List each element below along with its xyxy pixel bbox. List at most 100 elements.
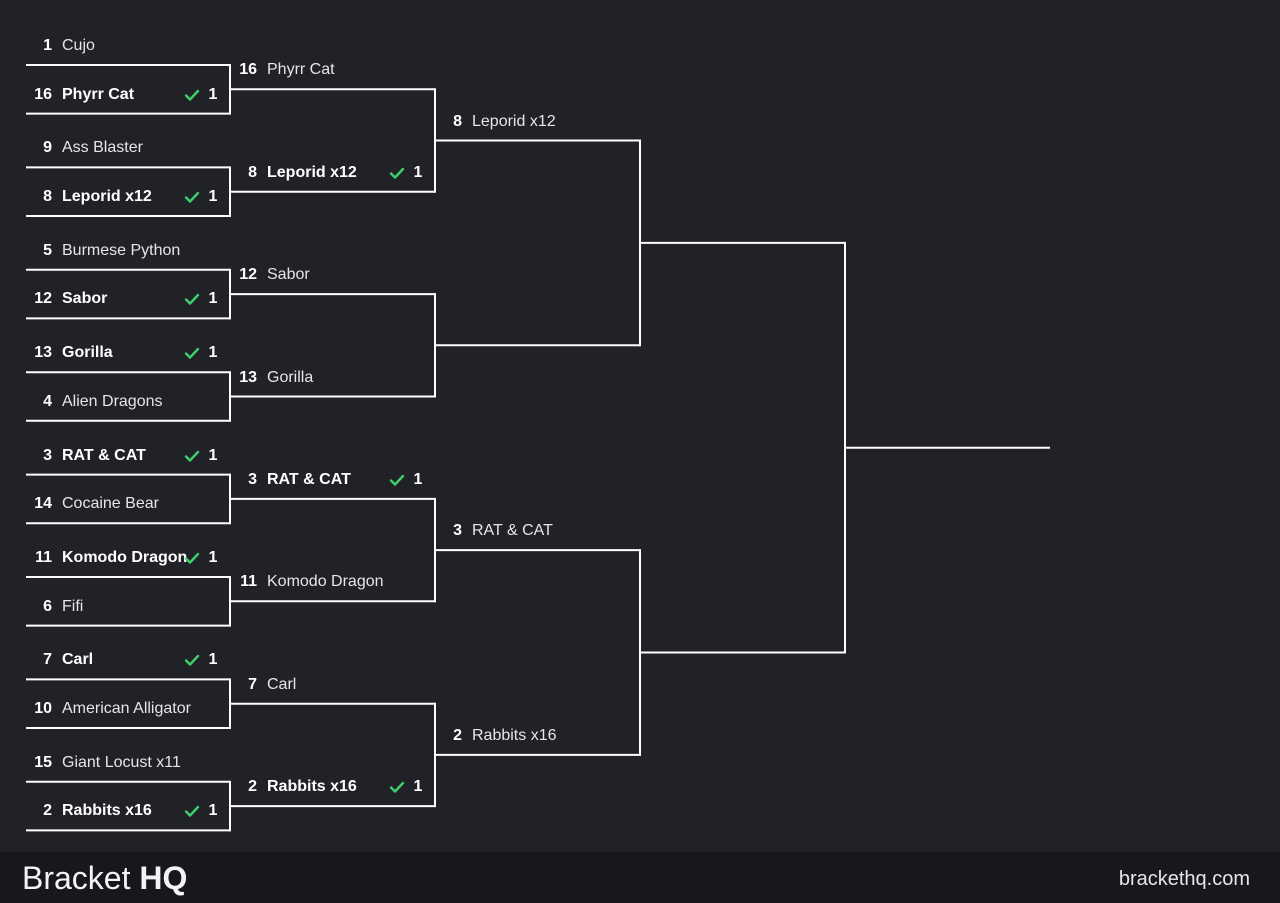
- team-seed: 4: [43, 392, 52, 410]
- team-name: RAT & CAT: [267, 470, 351, 488]
- team-seed: 2: [248, 778, 257, 796]
- team-seed: 9: [43, 139, 52, 157]
- team-score: 1: [208, 802, 218, 820]
- team-score: 1: [413, 778, 423, 796]
- bracket-slot[interactable]: 15 Giant Locust x11: [26, 752, 226, 774]
- bracket-slot[interactable]: 6 Fifi: [26, 596, 226, 618]
- team-name: Sabor: [62, 290, 108, 308]
- team-name: Leporid x12: [267, 163, 357, 181]
- team-name: Leporid x12: [472, 112, 556, 130]
- team-seed: 2: [43, 802, 52, 820]
- check-icon: [184, 347, 200, 359]
- brand-logo[interactable]: Bracket HQ: [22, 860, 187, 896]
- team-name: RAT & CAT: [62, 446, 146, 464]
- bracket-slot[interactable]: 3 RAT & CAT 1: [231, 469, 431, 491]
- team-name: Gorilla: [62, 344, 113, 362]
- team-name: Fifi: [62, 597, 84, 615]
- team-seed: 3: [43, 446, 52, 464]
- bracket-slot[interactable]: [641, 623, 841, 645]
- bracket-slot[interactable]: 4 Alien Dragons: [26, 391, 226, 413]
- check-icon: [184, 89, 200, 101]
- team-seed: 7: [43, 651, 52, 669]
- bracket-slot[interactable]: 11 Komodo Dragon 1: [26, 547, 226, 569]
- team-name: RAT & CAT: [472, 522, 553, 540]
- team-score: 1: [208, 344, 218, 362]
- bracket-slot[interactable]: 13 Gorilla: [231, 367, 431, 389]
- check-icon: [184, 450, 200, 462]
- bracket-slot[interactable]: 5 Burmese Python: [26, 240, 226, 262]
- team-name: Rabbits x16: [472, 726, 557, 744]
- bracket-slot[interactable]: 2 Rabbits x16 1: [231, 776, 431, 798]
- bracket-slot[interactable]: 3 RAT & CAT 1: [26, 445, 226, 467]
- team-seed: 16: [34, 85, 52, 103]
- check-icon: [184, 191, 200, 203]
- team-name: Gorilla: [267, 368, 314, 386]
- team-seed: 15: [34, 753, 52, 771]
- team-name: Giant Locust x11: [62, 753, 181, 771]
- team-name: Sabor: [267, 266, 310, 284]
- bracket-slot[interactable]: [641, 213, 841, 235]
- team-seed: 3: [248, 470, 257, 488]
- bracket-slot[interactable]: 12 Sabor 1: [26, 288, 226, 310]
- bracket-slot[interactable]: 13 Gorilla 1: [26, 342, 226, 364]
- team-seed: 13: [34, 344, 52, 362]
- team-seed: 8: [248, 163, 257, 181]
- team-name: Cujo: [62, 37, 95, 54]
- team-score: 1: [208, 446, 218, 464]
- check-icon: [184, 806, 200, 818]
- team-seed: 14: [34, 495, 52, 513]
- team-seed: 16: [239, 61, 257, 79]
- check-icon: [184, 655, 200, 667]
- footer: Bracket HQ brackethq.com: [0, 852, 1280, 903]
- team-name: Komodo Dragon: [267, 573, 384, 591]
- team-score: 1: [208, 188, 218, 205]
- bracket-slot[interactable]: [436, 315, 636, 337]
- bracket-slot[interactable]: 14 Cocaine Bear: [26, 493, 226, 515]
- team-name: Carl: [267, 675, 297, 693]
- brand-bold: HQ: [139, 860, 188, 896]
- bracket-slot[interactable]: 7 Carl: [231, 674, 431, 696]
- team-seed: 5: [43, 241, 52, 259]
- brand-light: Bracket: [22, 860, 131, 896]
- check-icon: [184, 552, 200, 564]
- bracket-lines: [26, 64, 1050, 832]
- team-seed: 12: [34, 290, 52, 308]
- team-seed: 2: [453, 726, 462, 744]
- bracket-slot[interactable]: 1 Cujo: [26, 35, 226, 57]
- team-seed: 11: [240, 573, 257, 591]
- team-score: 1: [208, 549, 218, 566]
- team-seed: 13: [239, 368, 257, 386]
- bracket-slot[interactable]: 11 Komodo Dragon: [231, 571, 431, 593]
- team-seed: 1: [43, 37, 52, 54]
- team-seed: 6: [43, 597, 52, 615]
- bracket-slot[interactable]: 2 Rabbits x16: [436, 725, 636, 747]
- bracket-slot[interactable]: 3 RAT & CAT: [436, 520, 636, 542]
- site-link[interactable]: brackethq.com: [1118, 868, 1250, 890]
- bracket-slot[interactable]: 16 Phyrr Cat: [231, 59, 431, 81]
- team-name: Rabbits x16: [267, 778, 357, 796]
- bracket-slot[interactable]: 8 Leporid x12: [436, 111, 636, 133]
- team-seed: 7: [248, 675, 257, 693]
- team-seed: 3: [453, 522, 462, 540]
- team-name: Komodo Dragon: [62, 549, 188, 566]
- team-seed: 11: [35, 549, 52, 566]
- team-name: Phyrr Cat: [62, 85, 135, 103]
- check-icon: [389, 781, 405, 793]
- team-seed: 10: [34, 700, 52, 717]
- team-score: 1: [413, 470, 423, 488]
- team-score: 1: [208, 290, 218, 308]
- team-seed: 8: [453, 112, 462, 130]
- team-name: Burmese Python: [62, 241, 181, 259]
- team-score: 1: [208, 651, 218, 669]
- team-name: Alien Dragons: [62, 392, 163, 410]
- team-name: Phyrr Cat: [267, 61, 335, 79]
- team-name: Cocaine Bear: [62, 495, 159, 513]
